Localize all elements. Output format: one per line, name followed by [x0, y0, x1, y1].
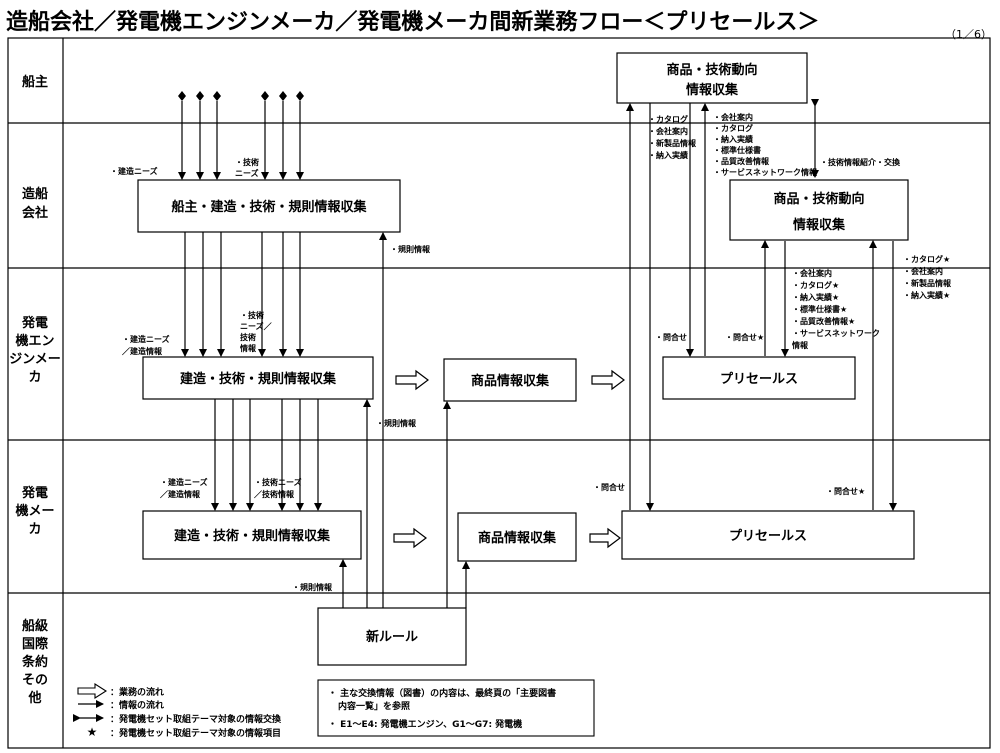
lane-engine-1: 発電 [21, 315, 48, 331]
note-yard-to-owner-4: ・標準仕様書 [713, 145, 761, 155]
lane-engine-2: 機エン [15, 333, 54, 349]
note-yard-to-owner-1: ・会社案内 [713, 112, 753, 122]
legend-info-flow: ：情報の流れ [110, 699, 164, 711]
box-new-rule [317, 607, 467, 666]
legend-exchange: ：発電機セット取組テーマ対象の情報交換 [110, 713, 282, 725]
remarks-box [317, 679, 595, 737]
shipyard-trend-label-1: 商品・技術動向 [773, 191, 864, 207]
box-gen-presales [621, 510, 915, 560]
note-gen-tech-1: ・技術ニーズ [254, 477, 302, 487]
gen-collect-label: 建造・技術・規則情報収集 [174, 528, 331, 544]
box-engine-presales [662, 356, 856, 400]
page-title: 造船会社／発電機エンジンメーカ／発電機メーカ間新業務フロー＜プリセールス＞ [6, 10, 820, 35]
note-owner-to-yard-3: ・新製品情報 [648, 138, 697, 148]
note-engine-inquiry-star: ・問合せ★ [725, 332, 764, 342]
legend-hollow-arrow-icon [77, 682, 108, 700]
note-gen-rule: ・規則情報 [292, 582, 333, 592]
note-engine-rule: ・規則情報 [376, 418, 417, 428]
note-engine-to-yard-2: ・カタログ★ [792, 280, 839, 290]
remark-2: 内容一覧」を参照 [338, 700, 410, 712]
note-owner-to-yard-1: ・カタログ [648, 114, 688, 124]
box-gen-collect [142, 510, 362, 560]
note-owner-to-yard-4: ・納入実績 [648, 150, 688, 160]
lane-gen-2: 機メー [15, 503, 54, 519]
owner-trend-label-1: 商品・技術動向 [666, 62, 757, 78]
lane-class-3: 条約 [22, 654, 48, 670]
note-yard-to-owner-3: ・納入実績 [713, 134, 753, 144]
note-engine-tech-2: ニーズ／ [240, 321, 272, 331]
note-engine-to-yard-3: ・納入実績★ [792, 292, 839, 302]
remark-1: ・ 主な交換情報（図書）の内容は、最終頁の「主要図書 [328, 687, 556, 699]
note-gen-needs-2: ／建造情報 [160, 489, 201, 499]
note-gen-to-yard-3: ・新製品情報 [903, 278, 952, 288]
note-yard-to-owner-5: ・品質改善情報 [713, 156, 770, 166]
legend-star: ：発電機セット取組テーマ対象の情報項目 [110, 727, 281, 739]
note-engine-to-yard-4: ・標準仕様書★ [792, 304, 847, 314]
note-engine-inquiry: ・問合せ [655, 332, 687, 342]
note-gen-to-yard-4: ・納入実績★ [903, 290, 950, 300]
lane-gen-1: 発電 [21, 485, 48, 501]
legend-business-flow: ：業務の流れ [110, 686, 164, 698]
lane-shipyard-1: 造船 [22, 186, 48, 202]
lane-class-1: 船級 [22, 618, 48, 634]
lane-class-4: その [22, 673, 48, 688]
box-gen-product [457, 512, 577, 562]
remark-3: ・ E1～E4: 発電機エンジン、G1～G7: 発電機 [328, 718, 522, 730]
note-engine-to-yard-5: ・品質改善情報★ [792, 316, 855, 326]
note-yard-to-owner-2: ・カタログ [713, 123, 753, 133]
note-engine-to-yard-1: ・会社案内 [792, 268, 832, 278]
new-rule-label: 新ルール [366, 629, 418, 645]
note-shipyard-rule: ・規則情報 [390, 244, 431, 254]
note-engine-needs-1: ・建造ニーズ [122, 334, 170, 344]
legend: ★ ：業務の流れ ：情報の流れ ：発電機セット取組テーマ対象の情報交換 ：発電機… [73, 682, 282, 739]
lane-class-5: 他 [27, 690, 41, 706]
engine-collect-label: 建造・技術・規則情報収集 [180, 371, 337, 387]
owner-source-diamonds [178, 91, 304, 101]
lane-gen-3: カ [28, 522, 41, 537]
note-tech-exchange: ・技術情報紹介・交換 [820, 157, 901, 167]
info-flow-arrows [178, 101, 897, 608]
box-shipyard-trend [729, 179, 909, 241]
legend-star-icon: ★ [87, 725, 98, 739]
box-owner-trend [616, 52, 808, 104]
box-engine-collect [142, 356, 374, 400]
business-flow-arrows [393, 369, 625, 549]
gen-presales-label: プリセールス [729, 529, 807, 544]
lane-owner: 船主 [22, 74, 48, 90]
box-engine-product [443, 358, 577, 402]
lane-grid [7, 37, 991, 749]
note-gen-needs-1: ・建造ニーズ [160, 477, 208, 487]
shipyard-trend-label-2: 情報収集 [793, 217, 846, 233]
owner-trend-label-2: 情報収集 [686, 82, 739, 98]
note-gen-inquiry-star: ・問合せ★ [826, 486, 865, 496]
engine-product-label: 商品情報収集 [471, 373, 550, 389]
note-shipyard-needs: ・建造ニーズ [110, 166, 158, 176]
gen-product-label: 商品情報収集 [478, 530, 557, 546]
engine-presales-label: プリセールス [720, 372, 798, 387]
note-engine-tech-1: ・技術 [240, 310, 264, 320]
box-shipyard-collect [137, 179, 401, 233]
lane-class-2: 国際 [22, 636, 49, 652]
note-yard-to-owner-6: ・サービスネットワーク情報 [713, 167, 818, 177]
note-engine-tech-3: 技術 [240, 332, 256, 342]
note-gen-to-yard-2: ・会社案内 [903, 266, 943, 276]
shipyard-collect-label: 船主・建造・技術・規則情報収集 [171, 199, 367, 215]
note-engine-to-yard-7: 情報 [791, 340, 809, 350]
note-owner-to-yard-2: ・会社案内 [648, 126, 688, 136]
note-shipyard-tech-1: ・技術 [235, 157, 259, 167]
note-engine-tech-4: 情報 [239, 343, 257, 353]
lane-shipyard-2: 会社 [22, 205, 48, 221]
note-gen-inquiry: ・問合せ [593, 482, 625, 492]
note-engine-needs-2: ／建造情報 [122, 346, 163, 356]
note-engine-to-yard-6: ・サービスネットワーク [792, 328, 880, 338]
note-shipyard-tech-2: ニーズ [235, 168, 259, 178]
lane-engine-4: カ [28, 370, 41, 385]
lane-engine-3: ジンメー [9, 352, 61, 367]
note-gen-tech-2: ／技術情報 [254, 489, 295, 499]
note-gen-to-yard-1: ・カタログ★ [903, 254, 950, 264]
